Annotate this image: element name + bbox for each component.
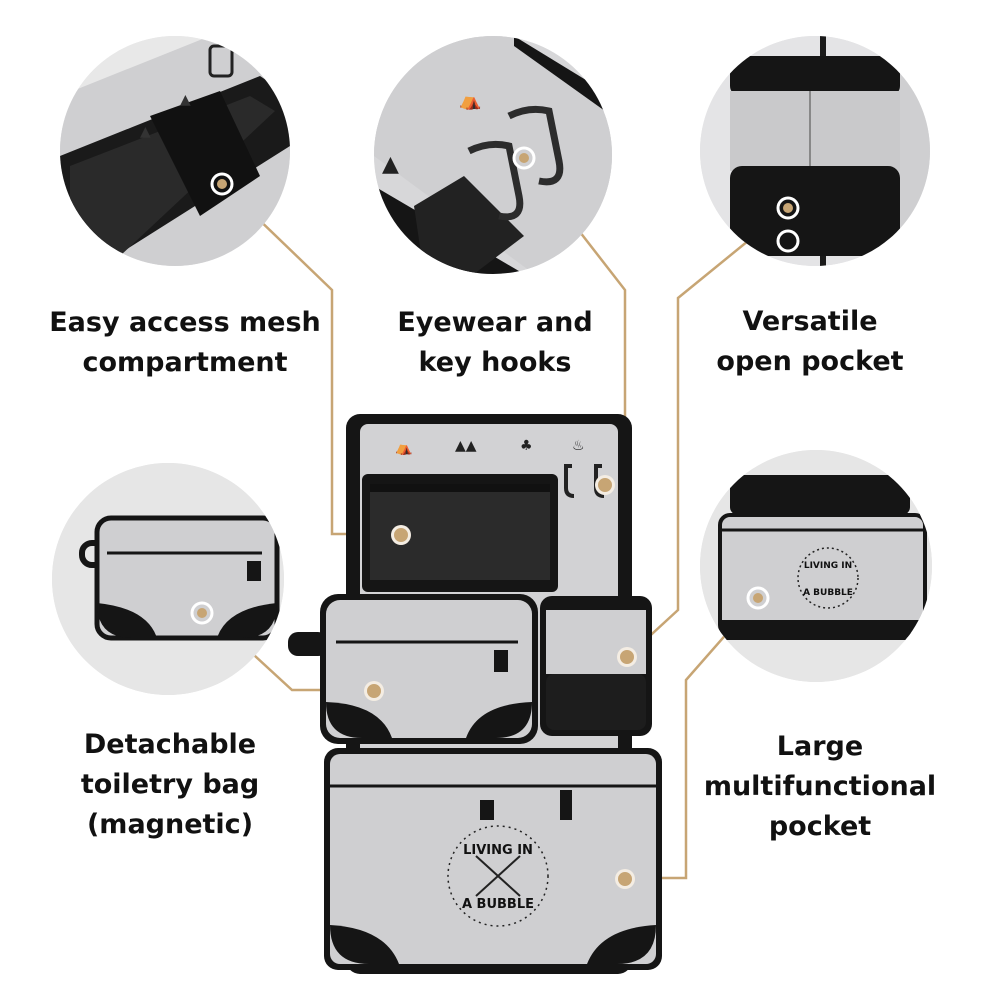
campfire-icon: ♨ bbox=[572, 438, 585, 454]
svg-text:⛺: ⛺ bbox=[459, 90, 481, 111]
label-large: Large multifunctional pocket bbox=[700, 727, 940, 847]
label-mesh: Easy access mesh compartment bbox=[40, 303, 330, 383]
callout-dot-mesh bbox=[391, 525, 411, 545]
brand-logo-text-top: LIVING IN bbox=[463, 843, 533, 858]
brand-logo-text-bottom: A BUBBLE bbox=[462, 897, 534, 912]
label-pocket-line1: Versatile bbox=[742, 306, 878, 337]
pocket-closeup-image bbox=[700, 36, 930, 266]
callout-dot-large bbox=[615, 869, 635, 889]
logo-text-bottom: A BUBBLE bbox=[803, 588, 853, 598]
tree-icon: ♣ bbox=[520, 438, 533, 454]
label-large-line1: Large bbox=[776, 731, 864, 762]
callout-dot-toiletry bbox=[364, 681, 384, 701]
label-pocket-line2: open pocket bbox=[716, 346, 904, 377]
label-large-line3: pocket bbox=[768, 811, 872, 842]
label-pocket: Versatile open pocket bbox=[700, 302, 920, 382]
label-hooks-line2: key hooks bbox=[418, 347, 572, 378]
callout-dot-pocket bbox=[617, 647, 637, 667]
hooks-closeup-image: ⛺ ▲ bbox=[374, 36, 612, 274]
brand-logo-icon bbox=[447, 825, 549, 927]
label-mesh-line1: Easy access mesh bbox=[49, 307, 321, 338]
label-toiletry: Detachable toiletry bag (magnetic) bbox=[60, 725, 280, 845]
label-mesh-line2: compartment bbox=[82, 347, 288, 378]
mountain-icon: ▲▲ bbox=[455, 438, 477, 454]
label-toiletry-line1: Detachable bbox=[83, 729, 257, 760]
logo-text-top: LIVING IN bbox=[804, 561, 852, 571]
label-toiletry-line3: (magnetic) bbox=[86, 809, 254, 840]
toiletry-closeup-image bbox=[52, 463, 284, 695]
tent-icon: ⛺ bbox=[395, 440, 412, 456]
callout-dot-hooks bbox=[595, 475, 615, 495]
svg-text:▲: ▲ bbox=[382, 152, 399, 177]
label-hooks-line1: Eyewear and bbox=[397, 307, 593, 338]
svg-text:▲: ▲ bbox=[180, 92, 191, 108]
mesh-closeup-image: ▲ ▲ bbox=[60, 36, 290, 266]
organizer-product-image: ⛺ ▲▲ ♣ ♨ LIVING IN A BUBBLE bbox=[288, 414, 662, 974]
svg-text:▲: ▲ bbox=[140, 124, 151, 140]
large-pocket-closeup-image: LIVING IN A BUBBLE bbox=[700, 450, 932, 682]
label-large-line2: multifunctional bbox=[703, 771, 937, 802]
label-toiletry-line2: toiletry bag bbox=[80, 769, 260, 800]
label-hooks: Eyewear and key hooks bbox=[380, 303, 610, 383]
hook-icon-left bbox=[564, 464, 575, 498]
leader-pocket bbox=[627, 209, 787, 657]
